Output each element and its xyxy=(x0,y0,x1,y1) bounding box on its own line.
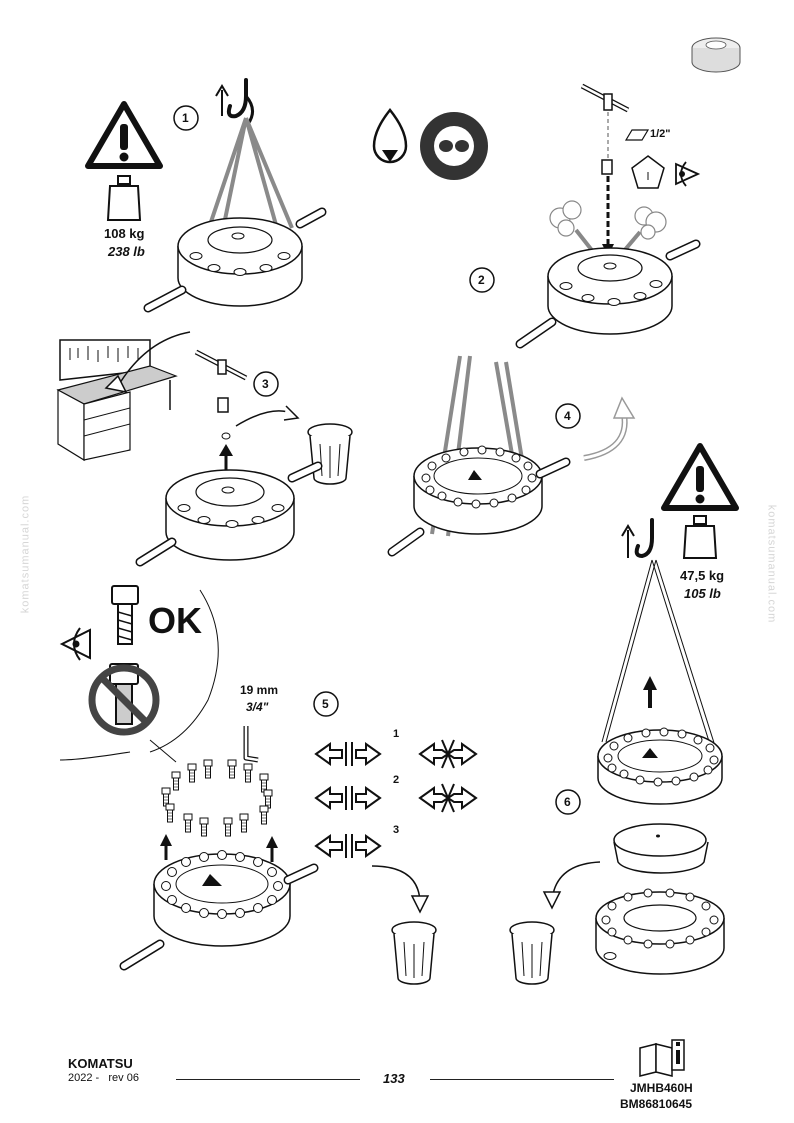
step-number-5: 5 xyxy=(322,697,329,711)
step-2-unscrew-center xyxy=(469,83,701,349)
damaged-bolt-prohibited-icon xyxy=(88,663,160,736)
weight-kg-1: 108 kg xyxy=(104,226,145,241)
flange-disc xyxy=(135,461,323,567)
ok-label: OK xyxy=(148,600,202,641)
ring-flange xyxy=(595,888,725,975)
sequence-number-3: 3 xyxy=(393,824,400,836)
footer-brand: KOMATSU xyxy=(68,1056,133,1071)
step-6-lift-and-separate xyxy=(509,443,739,985)
drive-size-label: 1/2" xyxy=(650,128,671,140)
page-number: 133 xyxy=(383,1071,405,1086)
flange-disc xyxy=(515,239,701,349)
bolt-set xyxy=(161,759,273,837)
workbench-icon xyxy=(56,331,191,462)
weight-icon xyxy=(106,175,142,221)
watermark-right: komatsumanual.com xyxy=(765,504,778,624)
oil-drop-icon xyxy=(372,107,408,164)
step-number-3: 3 xyxy=(262,377,269,391)
footer-rule-right xyxy=(430,1079,614,1080)
ppe-icons xyxy=(372,107,488,180)
pentagon-key-icon xyxy=(631,155,665,189)
sequence-number-1: 1 xyxy=(393,728,400,740)
step-number-4: 4 xyxy=(564,409,571,423)
good-bolt-icon xyxy=(111,585,139,645)
step-number-6: 6 xyxy=(564,795,571,809)
step-5-remove-bolts xyxy=(59,585,478,985)
warning-triangle-icon xyxy=(661,443,739,511)
weight-lb-2: 105 lb xyxy=(684,586,721,601)
watermark-left: komatsumanual.com xyxy=(19,494,32,614)
key-size-in: 3/4" xyxy=(246,700,269,714)
step-3-remove-plug xyxy=(56,331,353,567)
sequence-number-2: 2 xyxy=(393,774,400,786)
weight-lb-1: 238 lb xyxy=(108,244,145,259)
step-1-lifting xyxy=(85,78,327,313)
step-number-2: 2 xyxy=(478,273,485,287)
crane-hook-icon xyxy=(621,518,654,559)
key-size-mm: 19 mm xyxy=(240,683,279,697)
cover-plate xyxy=(613,823,709,874)
trash-bin-icon xyxy=(391,921,437,985)
step-number-1: 1 xyxy=(182,111,189,125)
step-4-lift xyxy=(387,355,636,557)
trash-bin-icon xyxy=(307,423,353,485)
eye-icon xyxy=(59,627,91,661)
flange-disc xyxy=(143,207,327,313)
footer-rule-left xyxy=(176,1079,360,1080)
bolted-disc xyxy=(387,445,571,557)
doc-code-2: BM86810645 xyxy=(620,1097,693,1111)
square-drive-icon xyxy=(624,129,650,141)
sequence-diagram xyxy=(314,739,478,858)
safety-goggles-icon xyxy=(420,112,488,180)
trash-bin-icon xyxy=(509,921,555,985)
bolted-disc xyxy=(119,850,319,971)
eye-icon xyxy=(675,161,701,187)
corner-thumbnail xyxy=(691,37,741,73)
warning-triangle-icon xyxy=(85,101,163,169)
manual-book-icon xyxy=(639,1039,685,1077)
crane-hook-icon xyxy=(215,78,254,125)
bolted-disc xyxy=(597,727,723,805)
weight-icon xyxy=(682,515,718,559)
weight-kg-2: 47,5 kg xyxy=(680,568,725,583)
t-wrench-icon xyxy=(580,83,630,175)
doc-code-1: JMHB460H xyxy=(630,1081,693,1095)
footer-revision: 2022 - rev 06 xyxy=(68,1072,139,1084)
